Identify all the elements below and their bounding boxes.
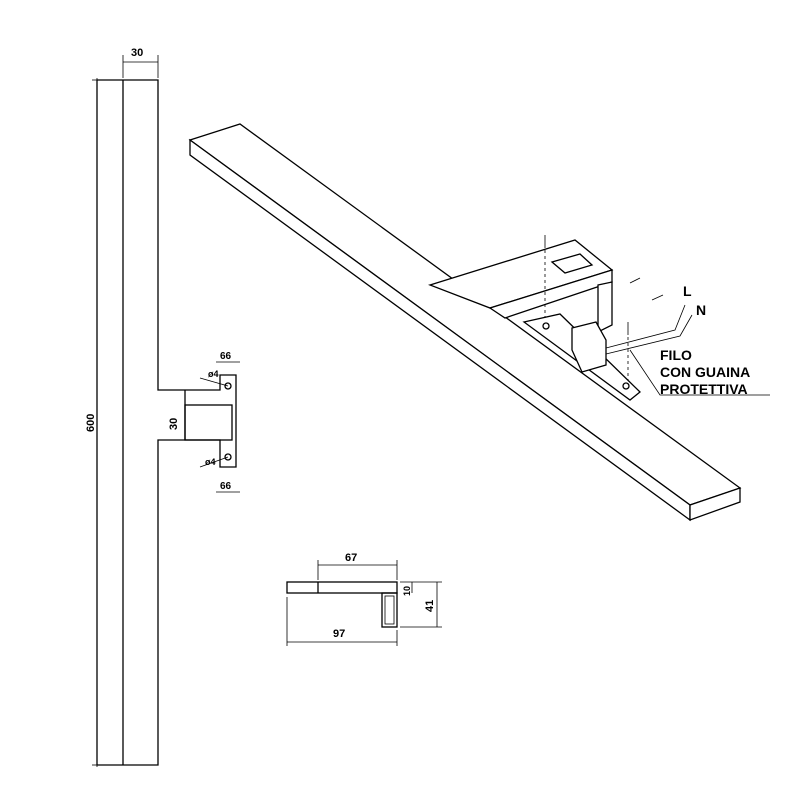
dim-bracket-height: 30	[168, 418, 180, 430]
cable-note-2: CON GUAINA	[660, 364, 750, 380]
bracket-arm	[184, 404, 233, 441]
dim-length: 600	[85, 414, 97, 432]
lamp-front-face	[189, 138, 691, 522]
front-view: 30 600 30 ø4 ø4 66 66	[85, 47, 240, 767]
lamp-bar-front	[96, 79, 237, 766]
hole-bottom-label: ø4	[205, 457, 216, 467]
lamp-top-face	[188, 123, 742, 506]
label-N: N	[696, 302, 706, 318]
terminal-block	[571, 321, 607, 373]
cable-note-3: PROTETTIVA	[660, 381, 748, 397]
side-view: 67 97 41 10	[286, 552, 442, 646]
dim-bracket-depth: 67	[345, 552, 357, 564]
dim-total-depth: 97	[333, 628, 345, 640]
label-L: L	[683, 283, 692, 299]
dim-thickness: 10	[402, 586, 412, 596]
cable-note-1: FILO	[660, 347, 692, 363]
wire-L	[605, 304, 686, 349]
dim-height: 41	[424, 600, 436, 612]
bracket-slot	[550, 253, 594, 274]
hole-bottom	[224, 453, 232, 461]
dim-width: 30	[131, 47, 143, 59]
dim-offset-top: 66	[220, 351, 232, 362]
isometric-view: L N FILO CON GUAINA PROTETTIVA	[188, 123, 770, 522]
profile-bracket	[381, 592, 398, 628]
bracket-clip	[597, 281, 613, 334]
dim-offset-bottom: 66	[220, 481, 232, 492]
profile-bar	[286, 581, 398, 594]
hole-top-label: ø4	[208, 369, 219, 379]
wire-N	[605, 314, 693, 355]
hole-top	[224, 382, 232, 390]
